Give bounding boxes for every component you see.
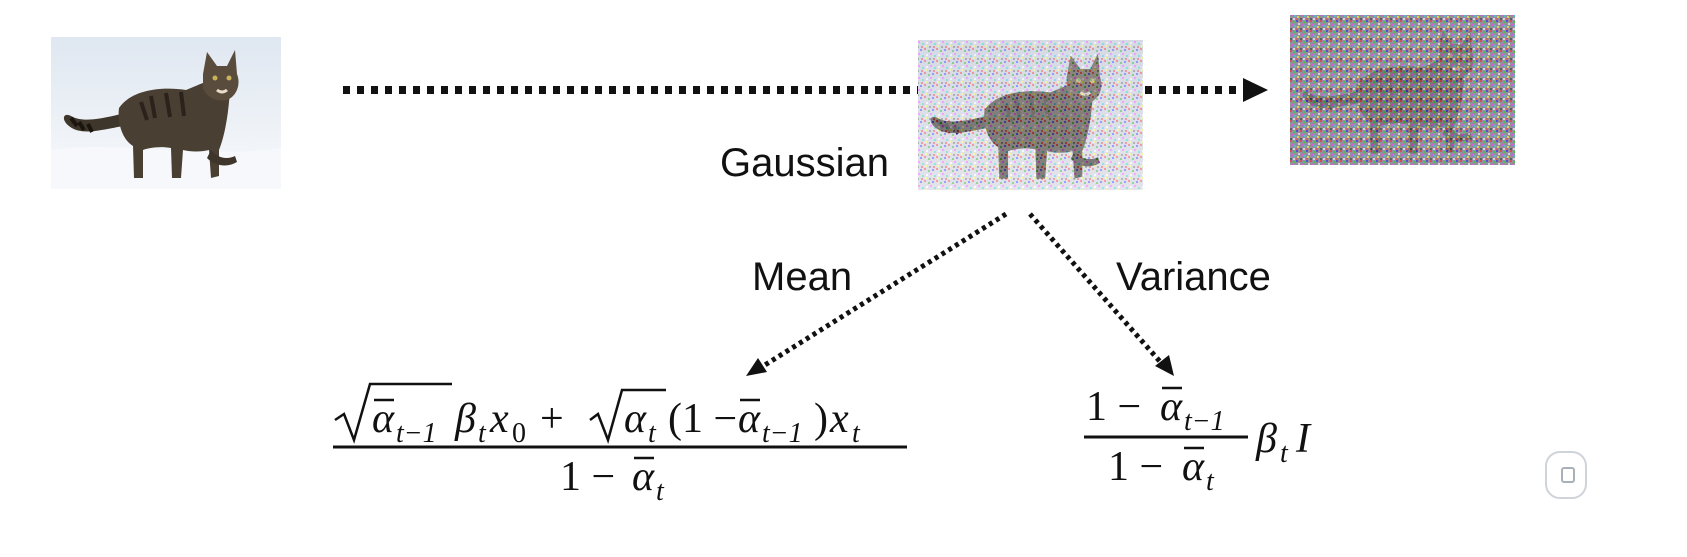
noisy-cat-image (918, 40, 1143, 190)
svg-text:α: α (632, 454, 655, 500)
svg-text:α: α (738, 396, 761, 442)
mean-arrow (746, 211, 1008, 376)
svg-text:0: 0 (512, 418, 526, 449)
svg-text:x: x (829, 396, 849, 442)
very-noisy-cat-image (1290, 15, 1515, 165)
svg-text:1 −: 1 − (1108, 444, 1163, 490)
svg-text:β: β (1255, 416, 1277, 462)
svg-text:1 −: 1 − (560, 454, 615, 500)
svg-text:I: I (1295, 416, 1312, 462)
variance-label: Variance (1116, 255, 1271, 299)
mean-formula: α t−1 β t x 0 + α t (1 − α t−1 ) x t 1 −… (333, 382, 907, 507)
svg-text:t: t (852, 418, 861, 449)
svg-text:): ) (814, 396, 828, 442)
svg-text:t: t (478, 418, 487, 449)
svg-text:t: t (1280, 438, 1289, 469)
svg-text:1 −: 1 − (1086, 384, 1141, 430)
svg-text:α: α (372, 396, 395, 442)
svg-text:t: t (1206, 466, 1215, 497)
svg-text:t−1: t−1 (762, 418, 803, 449)
svg-text:t−1: t−1 (1184, 406, 1225, 437)
svg-text:α: α (624, 396, 647, 442)
svg-text:t: t (656, 476, 665, 507)
variance-arrow (1028, 212, 1174, 376)
svg-text:(1 −: (1 − (668, 396, 737, 442)
svg-text:α: α (1182, 444, 1205, 490)
svg-text:x: x (489, 396, 509, 442)
forward-arrow-2 (1145, 78, 1268, 102)
mean-label: Mean (752, 255, 852, 299)
svg-text:α: α (1160, 384, 1183, 430)
variance-formula: 1 − α t−1 1 − α t β t I (1084, 384, 1312, 497)
svg-text:t: t (648, 418, 657, 449)
corner-widget[interactable] (1545, 451, 1587, 499)
svg-text:t−1: t−1 (396, 418, 437, 449)
gaussian-label: Gaussian (720, 141, 889, 185)
clean-cat-image (51, 37, 281, 189)
svg-text:+: + (540, 396, 564, 442)
svg-text:β: β (454, 396, 476, 442)
